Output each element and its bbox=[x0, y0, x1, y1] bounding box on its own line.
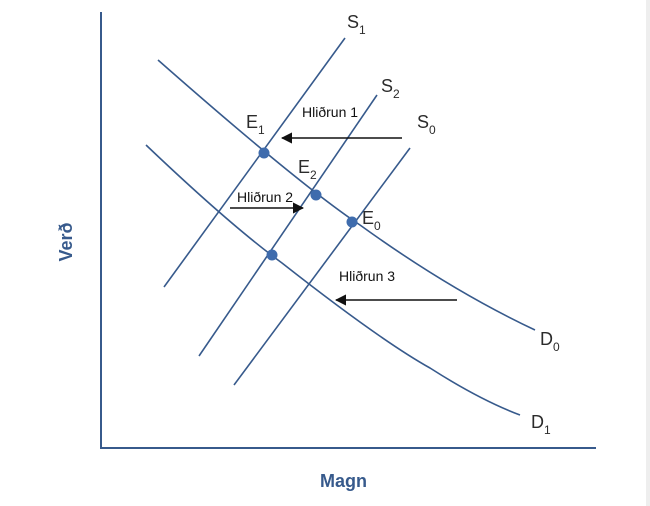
equilibrium-point-e0 bbox=[346, 216, 358, 228]
right-edge-strip bbox=[646, 0, 650, 506]
supply-label-s1: S1 bbox=[347, 12, 366, 37]
supply-label-s0: S0 bbox=[417, 112, 436, 137]
equilibrium-point-unlabeled bbox=[266, 249, 278, 261]
demand-label-d1: D1 bbox=[531, 412, 551, 437]
equilibrium-point-e1 bbox=[258, 147, 270, 159]
demand-curve-d1 bbox=[145, 144, 521, 416]
shift-label-3: Hliðrun 3 bbox=[339, 268, 395, 284]
supply-curve-s1 bbox=[163, 37, 346, 288]
equilibrium-label-e1: E1 bbox=[246, 112, 265, 137]
equilibrium-label-e2: E2 bbox=[298, 157, 317, 182]
equilibrium-point-e2 bbox=[310, 189, 322, 201]
equilibrium-label-e0: E0 bbox=[362, 208, 381, 233]
x-axis-label: Magn bbox=[320, 471, 367, 491]
supply-curve-s0 bbox=[233, 147, 411, 386]
demand-label-d0: D0 bbox=[540, 329, 560, 354]
shift-label-1: Hliðrun 1 bbox=[302, 104, 358, 120]
shift-label-2: Hliðrun 2 bbox=[237, 189, 293, 205]
y-axis-label: Verð bbox=[56, 222, 76, 261]
demand-curve-d0 bbox=[157, 59, 536, 331]
supply-label-s2: S2 bbox=[381, 76, 400, 101]
